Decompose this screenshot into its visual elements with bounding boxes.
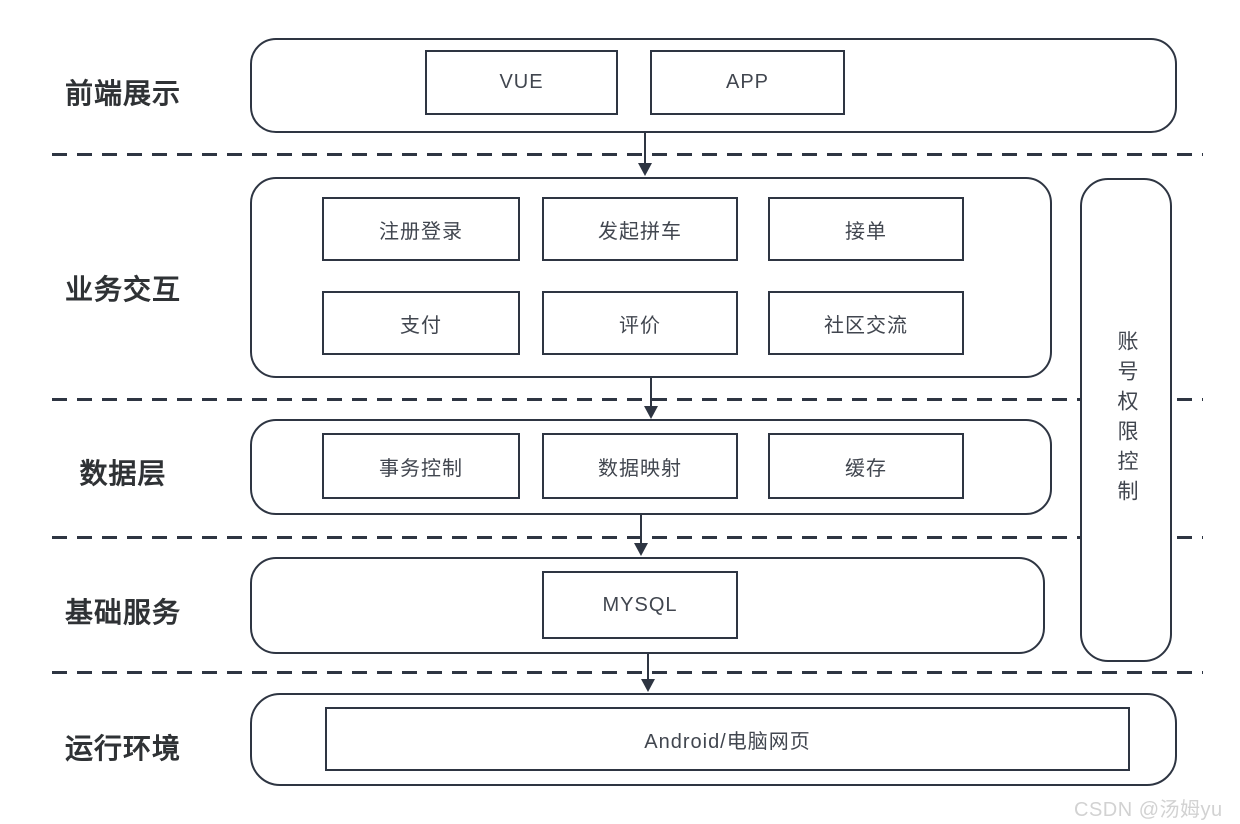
box-accept-order: 接单 <box>768 197 964 261</box>
arrow-stem <box>643 133 647 164</box>
box-android-web: Android/电脑网页 <box>325 707 1130 771</box>
arrow-head-icon <box>644 406 658 419</box>
layer-label-business: 业务交互 <box>64 274 181 305</box>
layer-label-runtime: 运行环境 <box>64 733 181 764</box>
layer-separator-4 <box>52 671 1203 674</box>
box-payment: 支付 <box>322 291 520 355</box>
down-arrow-1 <box>638 133 652 176</box>
box-create-carpool: 发起拼车 <box>542 197 738 261</box>
layer-separator-3 <box>52 536 1203 539</box>
arrow-head-icon <box>641 679 655 692</box>
layer-separator-2 <box>52 398 1203 401</box>
box-community-chat: 社区交流 <box>768 291 964 355</box>
arrow-stem <box>646 654 650 680</box>
box-vue: VUE <box>425 50 618 115</box>
layer-separator-1 <box>52 153 1203 156</box>
layer-label-data: 数据层 <box>79 458 167 489</box>
layer-label-frontend: 前端展示 <box>64 78 181 109</box>
side-box-label: 账号权限控制 <box>1115 330 1138 510</box>
box-data-mapping: 数据映射 <box>542 433 738 499</box>
box-review: 评价 <box>542 291 738 355</box>
box-app: APP <box>650 50 845 115</box>
watermark: CSDN @汤姆yu <box>1074 799 1223 821</box>
box-transaction-control: 事务控制 <box>322 433 520 499</box>
arrow-stem <box>639 515 643 544</box>
arrow-stem <box>649 378 653 407</box>
down-arrow-3 <box>634 515 648 556</box>
arrow-head-icon <box>634 543 648 556</box>
box-register-login: 注册登录 <box>322 197 520 261</box>
box-cache: 缓存 <box>768 433 964 499</box>
arrow-head-icon <box>638 163 652 176</box>
layer-label-base-service: 基础服务 <box>64 597 181 628</box>
box-mysql: MYSQL <box>542 571 738 639</box>
down-arrow-2 <box>644 378 658 419</box>
down-arrow-4 <box>641 654 655 692</box>
side-box-account-permission: 账号权限控制 <box>1080 178 1172 662</box>
